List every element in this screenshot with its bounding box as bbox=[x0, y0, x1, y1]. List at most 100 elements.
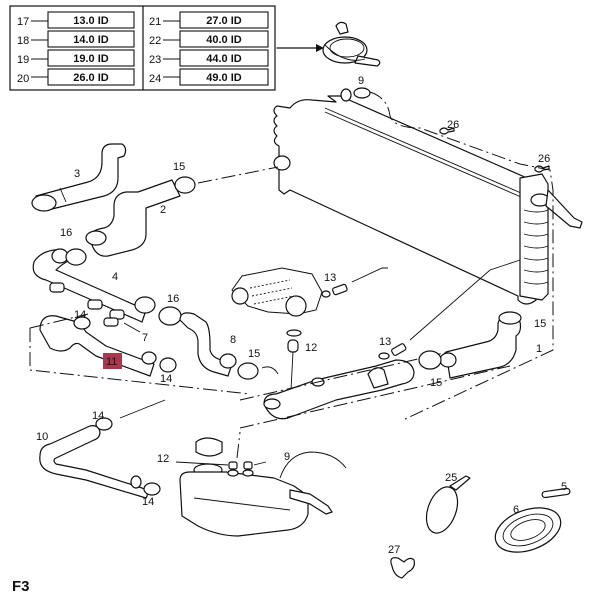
size-value-box bbox=[179, 30, 269, 48]
size-value: 19.0 ID bbox=[73, 53, 109, 65]
callout-1: 1 bbox=[536, 343, 542, 355]
leader-clamp-15 bbox=[197, 166, 279, 184]
hose-10 bbox=[39, 425, 148, 499]
callout-14: 14 bbox=[160, 373, 172, 385]
clamp-16-b bbox=[158, 306, 182, 326]
callout-14: 14 bbox=[142, 496, 154, 508]
clamp-14-c bbox=[95, 417, 113, 431]
clip-27 bbox=[390, 557, 415, 579]
callout-26: 26 bbox=[538, 153, 550, 165]
size-row-number: 24 bbox=[149, 73, 161, 85]
clamp-15-a bbox=[174, 176, 196, 194]
seal-13-b bbox=[378, 352, 390, 360]
clip-26-a bbox=[439, 127, 455, 135]
size-row-21: 21 27.0 ID bbox=[149, 11, 269, 29]
size-value-box bbox=[179, 11, 269, 29]
callout-15: 15 bbox=[248, 348, 260, 360]
size-value: 49.0 ID bbox=[206, 72, 242, 84]
size-row-number: 22 bbox=[149, 35, 161, 47]
hose-11 bbox=[39, 315, 157, 377]
size-row-22: 22 40.0 ID bbox=[149, 30, 269, 48]
cable-tie-25 bbox=[425, 475, 471, 534]
size-value-box bbox=[179, 68, 269, 86]
size-row-24: 24 49.0 ID bbox=[149, 68, 269, 86]
size-value: 13.0 ID bbox=[73, 15, 109, 27]
sleeve-5 bbox=[541, 487, 571, 499]
callout-15: 15 bbox=[534, 318, 546, 330]
clamp-14-a bbox=[73, 316, 91, 330]
callout-3: 3 bbox=[74, 168, 80, 180]
size-row-number: 20 bbox=[17, 73, 29, 85]
size-row-20: 20 26.0 ID bbox=[17, 68, 135, 86]
size-value-box bbox=[179, 49, 269, 67]
callout-7: 7 bbox=[142, 332, 148, 344]
connector-13-a bbox=[332, 283, 348, 296]
size-row-18: 18 14.0 ID bbox=[17, 30, 135, 48]
callout-10: 10 bbox=[36, 431, 48, 443]
callout-25: 25 bbox=[445, 472, 457, 484]
hose-clamp-size-table: 17 13.0 ID 18 14.0 ID 19 19.0 ID 20 26.0… bbox=[9, 5, 276, 91]
size-value: 14.0 ID bbox=[73, 34, 109, 46]
callout-26: 26 bbox=[447, 119, 459, 131]
size-value-box bbox=[47, 30, 135, 48]
coolant-pipe bbox=[263, 359, 415, 420]
figure-label: F3 bbox=[12, 578, 30, 595]
hose-1 bbox=[439, 315, 522, 379]
radiator bbox=[273, 87, 583, 421]
clamp-16-a bbox=[65, 248, 87, 266]
tank-cap bbox=[195, 437, 223, 457]
expansion-tank bbox=[179, 437, 347, 537]
leader-group-left bbox=[29, 328, 251, 395]
clamp-15-d bbox=[418, 350, 442, 370]
size-value: 27.0 ID bbox=[206, 15, 242, 27]
radiator-side-tank bbox=[519, 173, 549, 301]
callout-2: 2 bbox=[160, 204, 166, 216]
clamp-15-b bbox=[237, 362, 259, 380]
callout-15: 15 bbox=[173, 161, 185, 173]
fastener-9-top bbox=[340, 88, 352, 102]
callout-16: 16 bbox=[60, 227, 72, 239]
size-value: 40.0 ID bbox=[206, 34, 242, 46]
clamp-15-c bbox=[498, 311, 522, 325]
callout-8: 8 bbox=[230, 334, 236, 346]
callout-9: 9 bbox=[284, 451, 290, 463]
callout-4: 4 bbox=[112, 271, 118, 283]
size-value-box bbox=[47, 49, 135, 67]
callout-5: 5 bbox=[561, 481, 567, 493]
hose-coil-6 bbox=[494, 507, 562, 553]
throttle-body bbox=[231, 267, 323, 317]
size-row-number: 18 bbox=[17, 35, 29, 47]
callout-27: 27 bbox=[388, 544, 400, 556]
connector-13-b bbox=[391, 343, 407, 356]
size-row-number: 23 bbox=[149, 54, 161, 66]
gasket bbox=[286, 329, 302, 337]
callout-13: 13 bbox=[379, 336, 391, 348]
hose-8 bbox=[179, 312, 237, 377]
clamp-14-b bbox=[159, 357, 177, 373]
callout-9: 9 bbox=[358, 75, 364, 87]
sensor-12-a bbox=[287, 339, 299, 353]
clamp-14-d bbox=[143, 482, 161, 496]
callout-13: 13 bbox=[324, 272, 336, 284]
size-row-19: 19 19.0 ID bbox=[17, 49, 135, 67]
hose-clamp-detail bbox=[322, 21, 381, 67]
highlighted-callout-11[interactable]: 11 bbox=[103, 353, 122, 369]
callout-11: 11 bbox=[106, 356, 117, 368]
hose-3 bbox=[31, 143, 127, 212]
callouts: 9 26 26 3 15 2 16 4 16 14 7 14 8 15 12 1… bbox=[36, 75, 567, 556]
size-value: 44.0 ID bbox=[206, 53, 242, 65]
size-value-box bbox=[47, 68, 135, 86]
hose-2 bbox=[85, 179, 181, 257]
size-row-23: 23 44.0 ID bbox=[149, 49, 269, 67]
size-row-number: 19 bbox=[17, 54, 29, 66]
hose-4 bbox=[32, 248, 156, 323]
callout-12: 12 bbox=[305, 342, 317, 354]
size-value-box bbox=[47, 11, 135, 29]
size-row-number: 17 bbox=[17, 16, 29, 28]
callout-6: 6 bbox=[513, 504, 519, 516]
callout-15: 15 bbox=[430, 377, 442, 389]
callout-16: 16 bbox=[167, 293, 179, 305]
callout-12: 12 bbox=[157, 453, 169, 465]
highlight-box bbox=[103, 353, 122, 369]
